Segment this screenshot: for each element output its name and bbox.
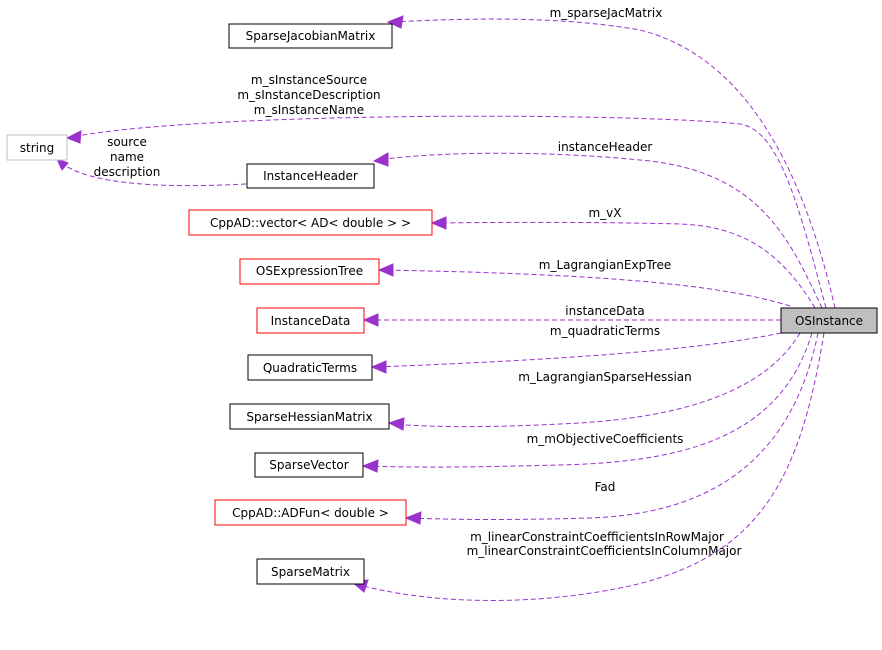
edge-label-instance-header: instanceHeader bbox=[558, 140, 653, 154]
edge-label-objective-coefficients: m_mObjectiveCoefficients bbox=[527, 432, 684, 446]
edge-header-string bbox=[56, 158, 247, 187]
node-quadratic-terms[interactable]: QuadraticTerms bbox=[247, 354, 373, 381]
edge-label-instance-description: m_sInstanceDescription bbox=[237, 88, 380, 102]
edge-label-linear-row-major: m_linearConstraintCoefficientsInRowMajor bbox=[470, 530, 724, 544]
edge-label-header-description: description bbox=[94, 165, 161, 179]
node-sparse-jacobian-matrix[interactable]: SparseJacobianMatrix bbox=[228, 23, 393, 49]
edge-label-header-name: name bbox=[110, 150, 144, 164]
node-os-instance[interactable]: OSInstance bbox=[780, 307, 878, 334]
edge-label-fad: Fad bbox=[595, 480, 616, 494]
node-label: OSExpressionTree bbox=[256, 264, 363, 278]
node-sparse-matrix[interactable]: SparseMatrix bbox=[256, 558, 365, 585]
node-label: CppAD::ADFun< double > bbox=[232, 506, 389, 520]
edge-label-instance-source: m_sInstanceSource bbox=[251, 73, 367, 87]
node-label: SparseHessianMatrix bbox=[246, 410, 372, 424]
edge-vx bbox=[430, 216, 816, 309]
edge-label-quadratic-terms: m_quadraticTerms bbox=[550, 324, 660, 338]
edge-sparse-jac-matrix bbox=[386, 15, 836, 309]
edge-label-instance-name: m_sInstanceName bbox=[254, 103, 364, 117]
node-label: SparseMatrix bbox=[271, 565, 350, 579]
node-label: SparseVector bbox=[269, 458, 348, 472]
node-instance-data[interactable]: InstanceData bbox=[256, 307, 365, 334]
node-label: string bbox=[20, 141, 54, 155]
edge-label-header-source: source bbox=[107, 135, 147, 149]
edge-objective-coefficients bbox=[361, 332, 813, 473]
edge-instance-string bbox=[65, 115, 827, 309]
node-os-expression-tree[interactable]: OSExpressionTree bbox=[239, 258, 380, 285]
edge-label-sparse-jac-matrix: m_sparseJacMatrix bbox=[550, 6, 663, 20]
node-label: InstanceHeader bbox=[263, 169, 358, 183]
node-sparse-vector[interactable]: SparseVector bbox=[254, 452, 364, 478]
edge-lagrangian-sparse-hessian bbox=[387, 332, 801, 431]
node-label: QuadraticTerms bbox=[263, 361, 357, 375]
edge-label-linear-column-major: m_linearConstraintCoefficientsInColumnMa… bbox=[467, 544, 742, 558]
node-label: SparseJacobianMatrix bbox=[246, 29, 376, 43]
edge-label-instance-data: instanceData bbox=[565, 304, 645, 318]
edge-lagrangian-exp-tree bbox=[377, 263, 791, 307]
edge-instance-header bbox=[372, 152, 823, 309]
edge-label-lagrangian-exp-tree: m_LagrangianExpTree bbox=[539, 258, 671, 272]
edge-quadratic-terms bbox=[370, 332, 782, 374]
edge-label-vx: m_vX bbox=[588, 206, 621, 220]
node-label: InstanceData bbox=[271, 314, 351, 328]
node-sparse-hessian-matrix[interactable]: SparseHessianMatrix bbox=[229, 403, 390, 430]
node-label: CppAD::vector< AD< double > > bbox=[210, 216, 411, 230]
node-label: OSInstance bbox=[795, 314, 863, 328]
node-instance-header[interactable]: InstanceHeader bbox=[246, 163, 375, 189]
node-cppad-adfun[interactable]: CppAD::ADFun< double > bbox=[214, 499, 407, 526]
edge-label-lagrangian-sparse-hessian: m_LagrangianSparseHessian bbox=[518, 370, 692, 384]
node-cppad-vector[interactable]: CppAD::vector< AD< double > > bbox=[188, 209, 433, 236]
edge-fad bbox=[404, 332, 819, 525]
edge-instance-data bbox=[362, 313, 781, 327]
node-string[interactable]: string bbox=[6, 134, 68, 161]
